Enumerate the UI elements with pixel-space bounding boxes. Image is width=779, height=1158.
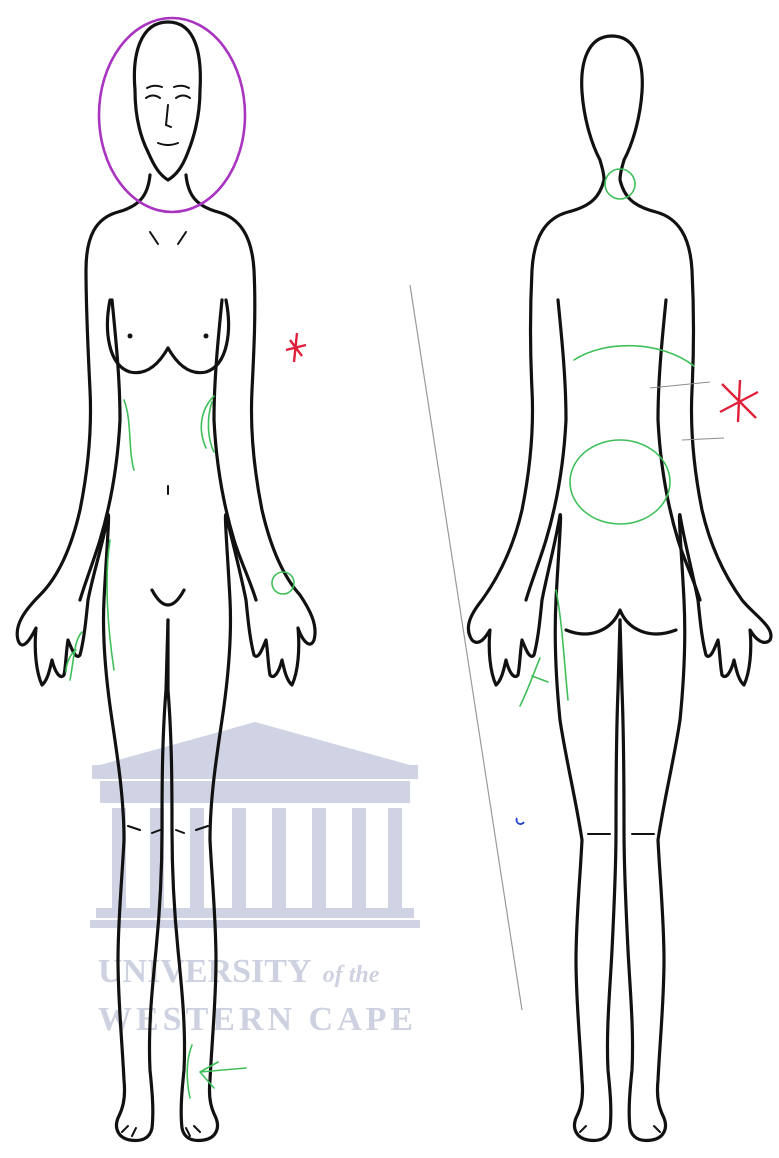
front-face: [146, 86, 190, 145]
university-watermark: UNIVERSITY of the WESTERN CAPE: [90, 722, 420, 1038]
red-star-mark-front: [286, 333, 306, 362]
green-mark-waist-left: [124, 400, 134, 470]
front-toes: [122, 1126, 200, 1136]
green-mark-waist-right: [201, 396, 214, 452]
building-logo: [90, 722, 420, 928]
scan-fold-line: [410, 285, 522, 1010]
back-head: [468, 36, 620, 1141]
faint-pencil-marks: [650, 382, 724, 440]
front-head: [134, 22, 200, 180]
back-toes: [580, 1126, 660, 1132]
blue-mark: [516, 818, 524, 824]
green-arc-upper-back: [574, 346, 694, 366]
green-mark-thigh-left: [107, 540, 114, 670]
back-body-right: [612, 36, 771, 1141]
head-circle-mark: [99, 18, 245, 212]
front-groin: [152, 590, 184, 605]
red-star-mark-back: [720, 380, 758, 422]
front-chest: [107, 232, 228, 373]
back-view: [468, 36, 771, 1141]
front-body-left: [17, 175, 168, 1141]
watermark-line1: UNIVERSITY of the: [98, 953, 380, 990]
watermark-line2: WESTERN CAPE: [98, 1001, 417, 1038]
front-body-right: [168, 175, 315, 1141]
green-oval-lower-back: [570, 440, 670, 524]
green-mark-hand-back: [520, 658, 548, 706]
green-mark-ankle: [187, 1045, 246, 1098]
